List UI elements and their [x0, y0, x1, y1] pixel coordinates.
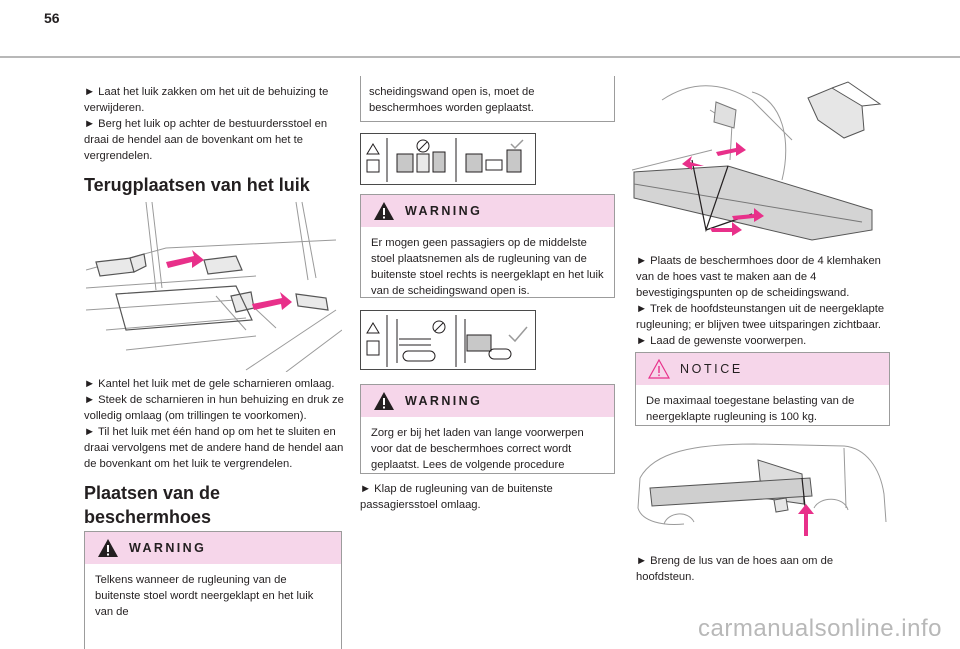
step-breng: ► Breng de lus van de hoes aan om de hoo… — [636, 555, 834, 583]
continued-box: scheidingswand open is, moet de bescherm… — [360, 76, 615, 122]
page-number: 56 — [44, 10, 60, 26]
notice-text: De maximaal toegestane belasting van de … — [646, 395, 855, 423]
icon-panel-seats-1 — [360, 133, 536, 185]
warning-text: Telkens wanneer de rugleuning van de bui… — [95, 574, 314, 618]
icon-panel-seats-2 — [360, 310, 536, 370]
step-til: ► Til het luik met één hand op om het te… — [84, 426, 344, 470]
notice-label: NOTICE — [680, 362, 743, 376]
warning-text: Er mogen geen passagiers op de middelste… — [371, 237, 604, 297]
heading-plaatsen-line1: Plaatsen van de — [84, 483, 221, 503]
warning-triangle-icon — [98, 539, 118, 557]
warning-box-3: WARNING Zorg er bij het laden van lange … — [360, 384, 615, 474]
seat-configuration-icon — [366, 138, 524, 182]
notice-box: NOTICE De maximaal toegestane belasting … — [635, 352, 890, 426]
warning-label: WARNING — [129, 541, 207, 555]
step-steek: ► Steek de scharnieren in hun behuizing … — [84, 394, 344, 422]
step-plaats: ► Plaats de beschermhoes door de 4 klemh… — [636, 255, 881, 299]
notice-header: NOTICE — [636, 353, 889, 385]
continued-text: scheidingswand open is, moet de bescherm… — [369, 86, 535, 114]
warning-box-1: WARNING Telkens wanneer de rugleuning va… — [84, 531, 342, 649]
warning-label: WARNING — [405, 394, 483, 408]
van-loading-illustration — [637, 443, 887, 536]
intro-step-2: ► Berg het luik op achter de bestuurders… — [84, 118, 328, 162]
warning-header: WARNING — [361, 195, 614, 227]
cover-installation-illustration — [632, 81, 882, 241]
intro-step-1: ► Laat het luik zakken om het uit de beh… — [84, 86, 329, 114]
warning-header: WARNING — [361, 385, 614, 417]
warning-box-2: WARNING Er mogen geen passagiers op de m… — [360, 194, 615, 298]
warning-triangle-icon — [374, 202, 394, 220]
watermark: carmanualsonline.info — [698, 615, 942, 642]
header-rule — [0, 56, 960, 58]
step-laad: ► Laad de gewenste voorwerpen. — [636, 335, 807, 347]
warning-label: WARNING — [405, 204, 483, 218]
warning-text: Zorg er bij het laden van lange voorwerp… — [371, 427, 584, 471]
notice-triangle-icon — [648, 359, 670, 379]
step-klap: ► Klap de rugleuning van de buitenste pa… — [360, 483, 553, 511]
warning-header: WARNING — [85, 532, 341, 564]
warning-triangle-icon — [374, 392, 394, 410]
step-trek: ► Trek de hoofdsteunstangen uit de neerg… — [636, 303, 885, 331]
hatch-illustration — [86, 201, 342, 372]
heading-terugplaatsen: Terugplaatsen van het luik — [84, 175, 310, 195]
load-configuration-icon — [366, 315, 528, 367]
step-kantel: ► Kantel het luik met de gele scharniere… — [84, 378, 335, 390]
heading-plaatsen-line2: beschermhoes — [84, 507, 212, 527]
